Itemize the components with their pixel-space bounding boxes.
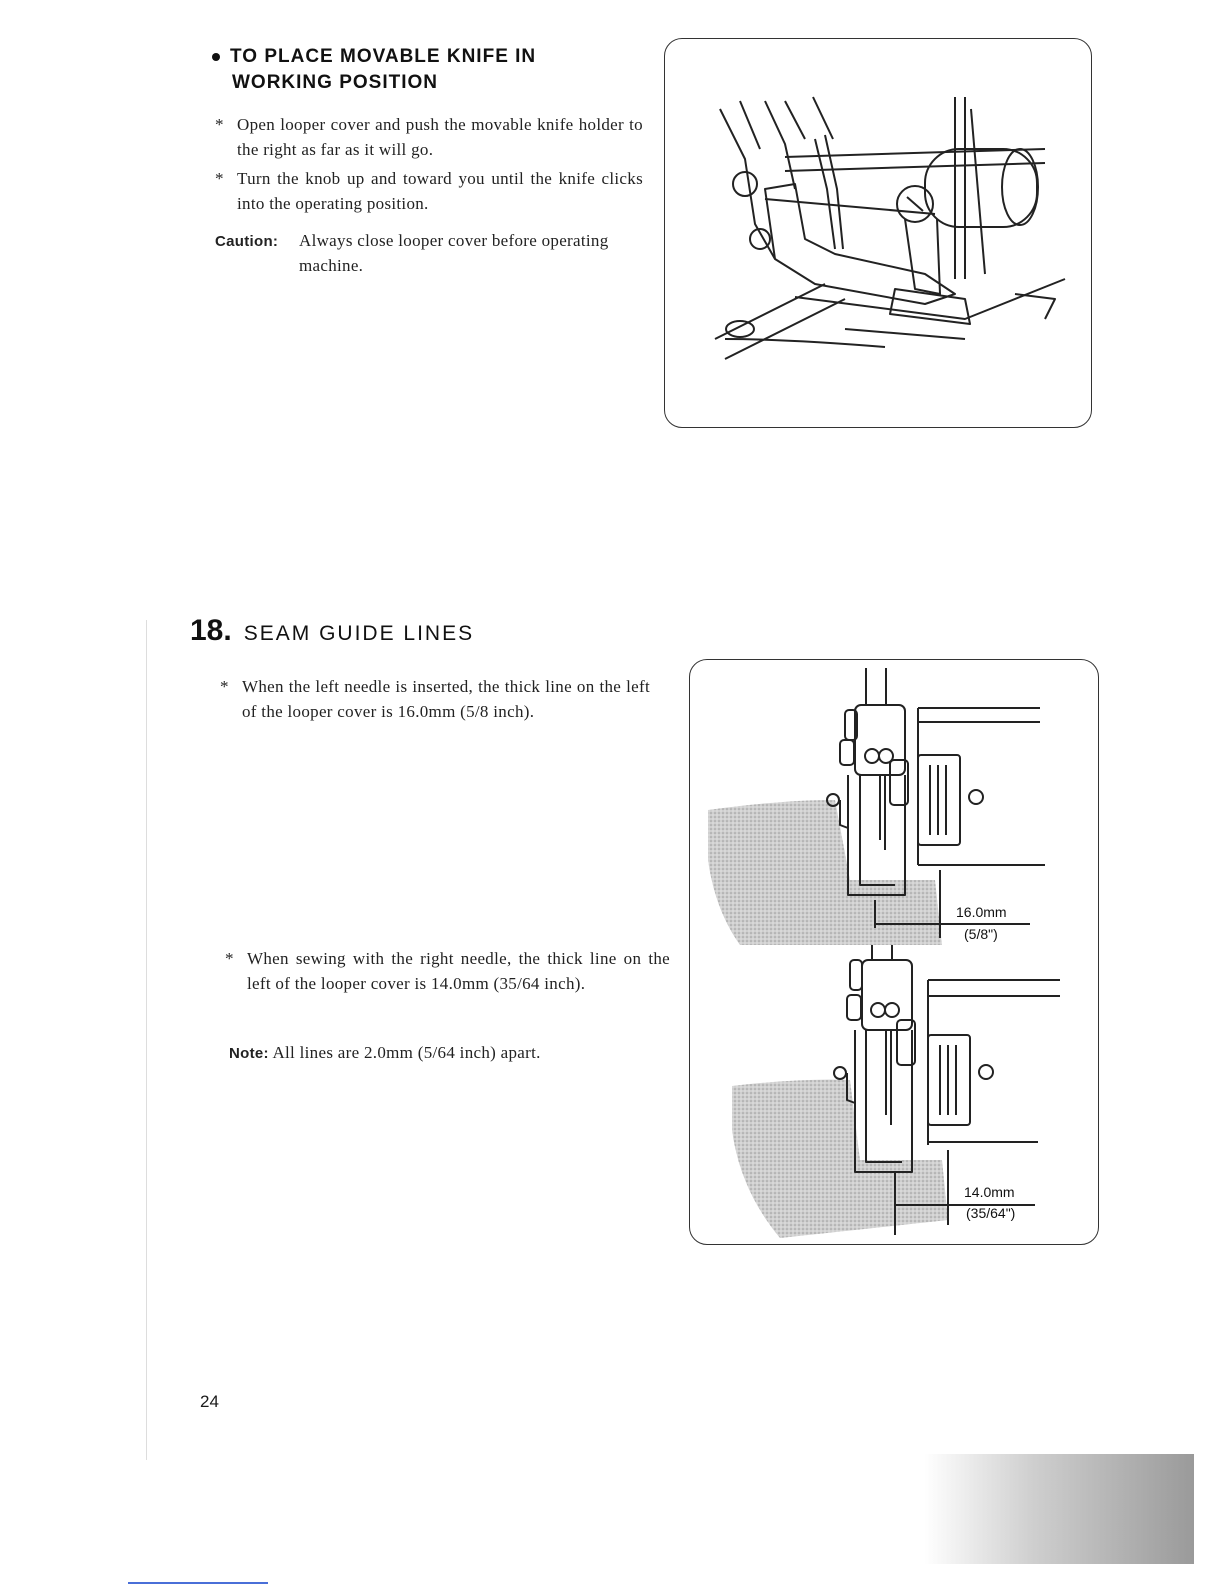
knife-step-2-text: Turn the knob up and toward you until th… [237,169,643,213]
bullet-dot [212,52,220,61]
seam-step-1-text: When the left needle is inserted, the th… [242,677,650,721]
scan-shadow [924,1454,1194,1564]
section-number: 18. [190,614,232,647]
knife-mechanism-drawing [714,96,1066,360]
caution-block: Caution: Always close looper cover befor… [215,228,645,275]
section-18-heading: 18. SEAM GUIDE LINES [190,614,474,648]
page-edge-rule [146,620,147,1460]
section-title: SEAM GUIDE LINES [243,622,475,645]
knife-step-1-text: Open looper cover and push the movable k… [237,115,643,159]
seam-step-1: * When the left needle is inserted, the … [220,674,650,724]
heading-line-2: WORKING POSITION [232,72,438,93]
step-bullet: * [215,169,224,188]
knife-step-1: * Open looper cover and push the movable… [215,112,643,162]
heading-line-1: TO PLACE MOVABLE KNIFE IN [230,46,537,67]
lower-dimension-inch: (35/64") [966,1205,1016,1221]
caution-label: Caution: [215,233,279,250]
note-text: All lines are 2.0mm (5/64 inch) apart. [272,1043,541,1062]
note-block: Note: All lines are 2.0mm (5/64 inch) ap… [229,1040,669,1066]
caution-text: Always close looper cover before operati… [299,231,609,275]
upper-dimension-inch: (5/8") [964,926,998,942]
step-bullet: * [220,677,229,696]
scan-edge-line [128,1582,268,1584]
step-bullet: * [225,949,234,968]
seam-guide-drawing [708,668,1060,1238]
upper-dimension-mm: 16.0mm [956,904,1007,920]
knife-step-2: * Turn the knob up and toward you until … [215,166,643,216]
step-bullet: * [215,115,224,134]
note-label: Note: [229,1045,269,1062]
figure-knife-illustration [664,38,1092,428]
seam-step-2: * When sewing with the right needle, the… [225,946,670,996]
section-heading-knife: TO PLACE MOVABLE KNIFE IN WORKING POSITI… [212,44,642,96]
figure-seam-guides: 16.0mm (5/8") 14.0mm (35/64") [689,659,1099,1245]
lower-dimension-mm: 14.0mm [964,1184,1015,1200]
seam-step-2-text: When sewing with the right needle, the t… [247,949,670,993]
page-number: 24 [200,1392,219,1411]
